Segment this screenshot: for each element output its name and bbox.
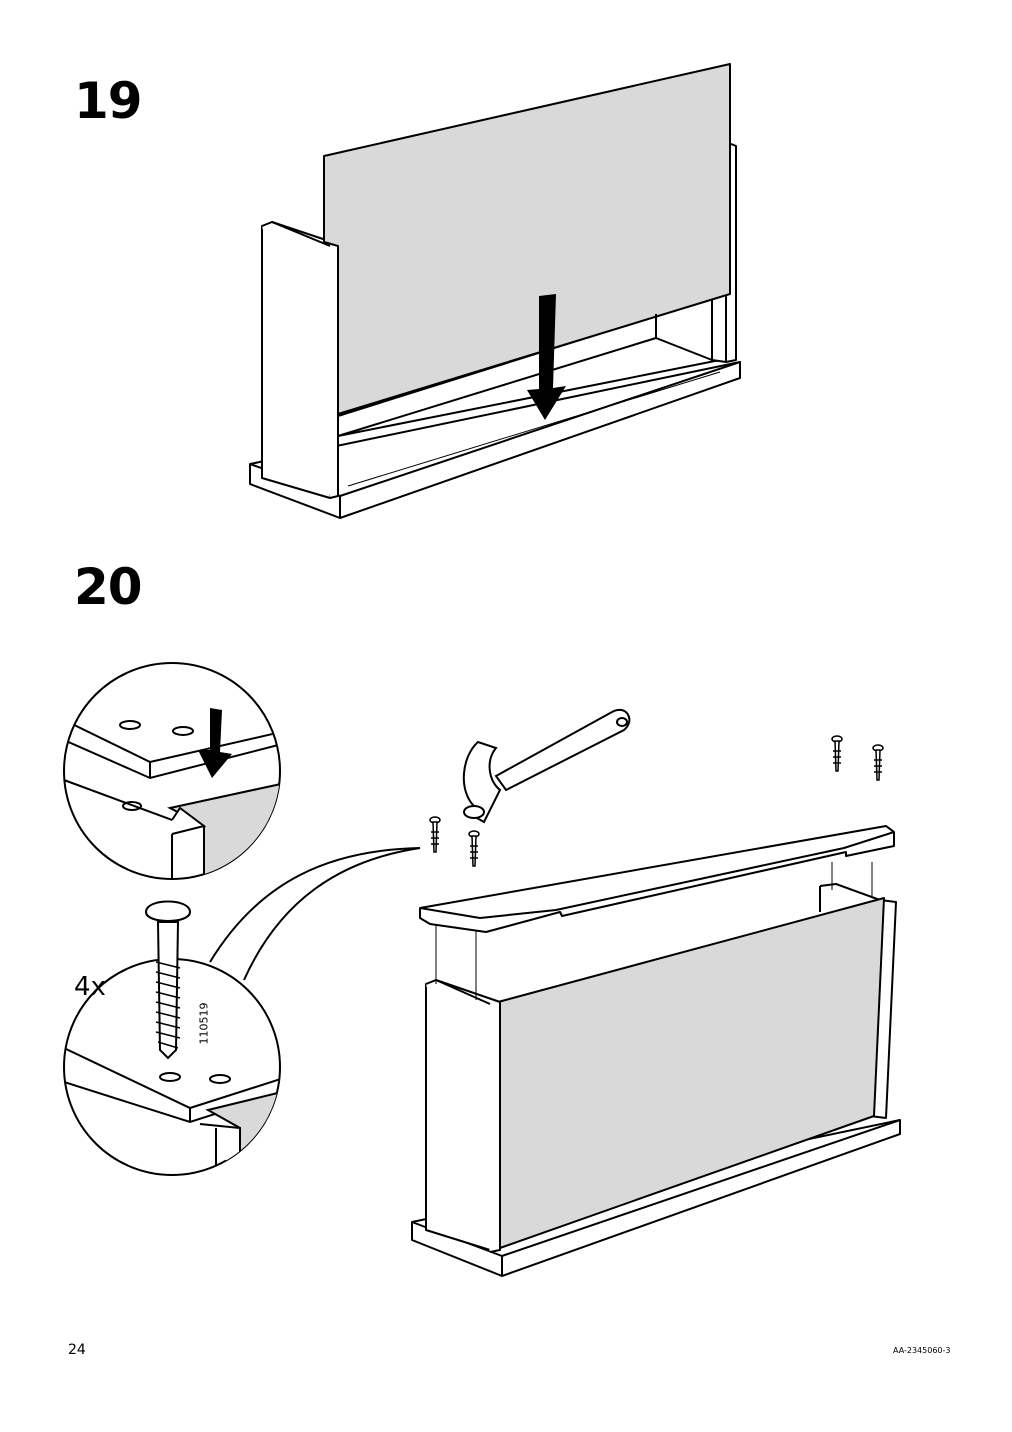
down-arrow-icon bbox=[198, 708, 232, 778]
screw-icon bbox=[872, 744, 884, 781]
down-arrow-icon bbox=[527, 294, 566, 420]
quantity-label: 4x bbox=[74, 972, 106, 1002]
step-20-illustration bbox=[63, 662, 901, 1277]
callout-pointer bbox=[209, 847, 421, 981]
step-20-number: 20 bbox=[74, 558, 143, 616]
step-19-illustration bbox=[249, 63, 741, 519]
cabinet-assembly bbox=[411, 825, 901, 1277]
screw-icon bbox=[468, 830, 480, 867]
screw-icon bbox=[831, 735, 843, 772]
nail-icon bbox=[144, 900, 192, 1060]
hammer-icon bbox=[462, 709, 631, 824]
screw-icon bbox=[429, 816, 441, 853]
page-number: 24 bbox=[68, 1342, 86, 1358]
screws bbox=[429, 735, 884, 867]
part-number-label: 110519 bbox=[197, 1002, 211, 1045]
detail-circle-bottom bbox=[63, 958, 281, 1176]
detail-circle-top bbox=[63, 662, 281, 880]
step-19-number: 19 bbox=[74, 72, 143, 130]
document-code: AA-2345060-3 bbox=[893, 1346, 951, 1355]
